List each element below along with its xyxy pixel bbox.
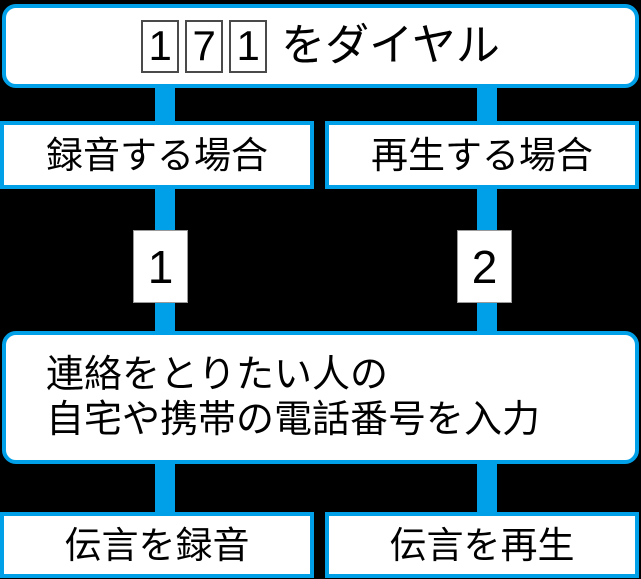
connector-center-to-record-result: [155, 462, 175, 514]
branch-play-case: 再生する場合: [325, 121, 639, 189]
step-badge-2: 2: [457, 230, 512, 303]
step-dial-171: 1 7 1 をダイヤル: [2, 4, 639, 88]
dial-instruction-text: をダイヤル: [281, 21, 500, 70]
connector-top-to-record: [155, 86, 175, 123]
connector-center-to-play-result: [477, 462, 497, 514]
result-record-label: 伝言を録音: [64, 524, 250, 566]
dial-digit-3: 1: [229, 19, 268, 73]
result-play-label: 伝言を再生: [389, 524, 575, 566]
dial-digit-1: 1: [141, 19, 180, 73]
step-enter-phone-number: 連絡をとりたい人の 自宅や携帯の電話番号を入力: [2, 331, 639, 464]
result-record-message: 伝言を録音: [0, 512, 314, 578]
connector-top-to-play: [477, 86, 497, 123]
branch-play-label: 再生する場合: [371, 134, 593, 176]
result-play-message: 伝言を再生: [325, 512, 639, 578]
branch-record-label: 録音する場合: [46, 134, 268, 176]
dial-number-row: 1 7 1 をダイヤル: [141, 19, 500, 73]
center-step-text: 連絡をとりたい人の 自宅や携帯の電話番号を入力: [46, 353, 541, 441]
step-badge-1: 1: [133, 230, 188, 303]
dial-digit-2: 7: [185, 19, 224, 73]
branch-record-case: 録音する場合: [0, 121, 314, 189]
